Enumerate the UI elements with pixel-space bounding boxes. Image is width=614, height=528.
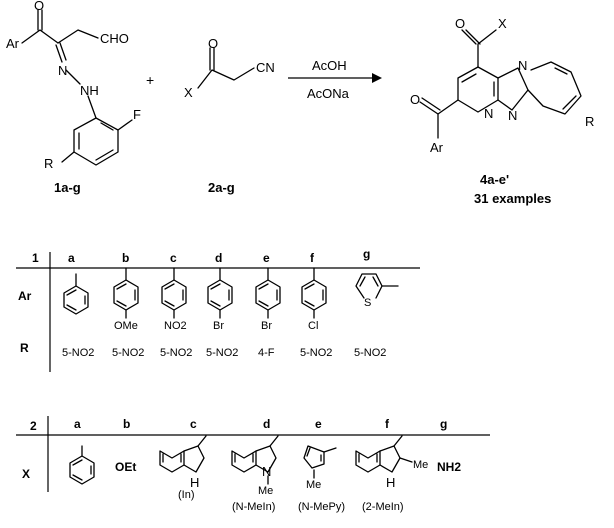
table-2-x-c: H (In) [159, 435, 207, 501]
atom-cho: CHO [100, 31, 129, 46]
table-2-col-f: f [385, 417, 390, 431]
atom-n-1: N [58, 63, 67, 78]
atom-o-4: O [410, 92, 420, 107]
table-1-ar-f: Cl [301, 267, 327, 332]
table-1-ar-b: OMe [113, 267, 139, 332]
reactant-1-structure: O Ar CHO N NH F R [6, 0, 141, 171]
atom-n-3: N [484, 106, 493, 121]
table-2-cap-e: (N-MePy) [298, 501, 345, 513]
table-1-ar-e: Br [255, 267, 281, 332]
table-2-x-e: Me (N-MePy) [298, 445, 345, 513]
table-1-col-d: d [215, 251, 222, 265]
table-1-ar-c: NO2 [161, 267, 187, 332]
atom-r-2: R [585, 114, 594, 129]
atom-o-2: O [208, 36, 218, 51]
table-1-col-b: b [122, 251, 129, 265]
table-2-e-me: Me [306, 479, 321, 491]
table-1-col-f: f [310, 251, 315, 265]
table-2-cap-c: (In) [178, 489, 195, 501]
table-1-sub-g: S [364, 297, 371, 309]
table-2-c-nh: H [190, 475, 199, 490]
table-2-d-n: N [262, 464, 271, 479]
table-1-sub-e: Br [261, 320, 272, 332]
table-2-col-b: b [123, 417, 130, 431]
table-1-col-e: e [263, 251, 270, 265]
atom-n-4: N [508, 108, 517, 123]
table-2-col-g: g [440, 417, 447, 431]
table-1-sub-c: NO2 [164, 320, 187, 332]
table-2: 2 a b c d e f g X OEt H (In) [16, 416, 490, 513]
product-label: 4a-e' [480, 172, 509, 187]
table-2-f-nh: H [386, 475, 395, 490]
table-1-r-b: 5-NO2 [112, 347, 144, 359]
table-2-x-f: H Me (2-MeIn) [355, 435, 428, 513]
reagent-acoh: AcOH [312, 58, 347, 73]
table-1-r-d: 5-NO2 [206, 347, 238, 359]
table-1-sub-f: Cl [308, 320, 318, 332]
atom-nh: NH [80, 83, 99, 98]
atom-r-1: R [44, 156, 53, 171]
table-1-ar-g: S [355, 273, 399, 309]
product-count: 31 examples [474, 191, 551, 206]
atom-f: F [133, 107, 141, 122]
table-1-ar-a [63, 273, 89, 315]
table-1-ar-d: Br [207, 267, 233, 332]
table-1: 1 a b c d e f g Ar R OMe NO2 [16, 247, 420, 372]
atom-o-3: O [455, 16, 465, 31]
table-1-sub-d: Br [213, 320, 224, 332]
table-2-x-a [69, 445, 95, 485]
table-2-cap-d: (N-MeIn) [232, 501, 275, 513]
table-2-x-g: NH2 [437, 460, 461, 474]
table-2-col-d: d [263, 417, 270, 431]
product-structure: O X N N N O Ar R [410, 16, 594, 155]
atom-ar-2: Ar [430, 140, 444, 155]
atom-x-1: X [184, 85, 193, 100]
table-1-col-c: c [170, 251, 177, 265]
table-1-row-r: R [20, 341, 29, 355]
atom-ar-1: Ar [6, 36, 20, 51]
table-2-x-d: N Me (N-MeIn) [231, 435, 279, 513]
table-2-x-b: OEt [115, 460, 136, 474]
plus-sign: + [146, 72, 154, 88]
reagent-acona: AcONa [307, 86, 350, 101]
reactant-2-structure: O X CN [184, 36, 275, 100]
table-1-col-g: g [363, 247, 370, 261]
table-1-col-a: a [68, 251, 75, 265]
table-1-sub-b: OMe [114, 320, 138, 332]
table-2-col-e: e [315, 417, 322, 431]
table-1-r-a: 5-NO2 [62, 347, 94, 359]
atom-n-2: N [518, 58, 527, 73]
table-1-row-ar: Ar [18, 289, 32, 303]
atom-x-2: X [498, 16, 507, 31]
reaction-arrow [288, 73, 382, 83]
table-2-id: 2 [30, 419, 37, 433]
table-2-row-x: X [22, 467, 30, 481]
table-1-r-g: 5-NO2 [354, 347, 386, 359]
table-2-cap-f: (2-MeIn) [362, 501, 404, 513]
reactant-1-label: 1a-g [54, 180, 81, 195]
table-1-r-f: 5-NO2 [300, 347, 332, 359]
atom-cn: CN [256, 60, 275, 75]
table-1-id: 1 [32, 251, 39, 265]
table-2-f-me: Me [413, 459, 428, 471]
table-1-r-e: 4-F [258, 347, 275, 359]
table-2-col-c: c [190, 417, 197, 431]
table-2-d-me: Me [258, 485, 273, 497]
atom-o-1: O [34, 0, 44, 13]
reactant-2-label: 2a-g [208, 180, 235, 195]
table-1-r-c: 5-NO2 [160, 347, 192, 359]
table-2-col-a: a [74, 417, 81, 431]
